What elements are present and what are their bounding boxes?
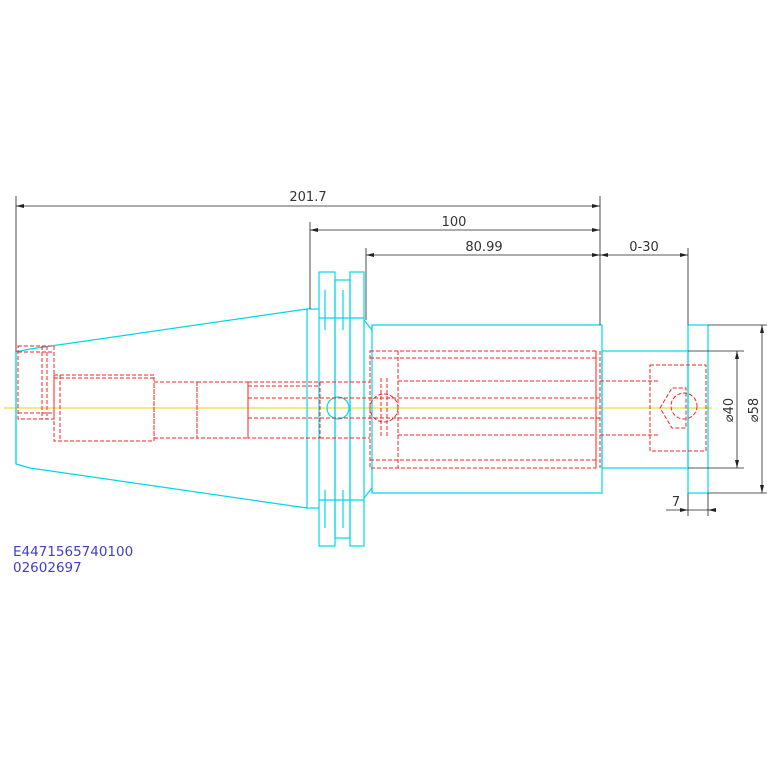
hidden-lines <box>17 345 707 469</box>
dim-adjust-range: 0-30 <box>629 240 659 255</box>
dim-outer-diameter: ⌀58 <box>747 398 762 422</box>
part-number: E4471565740100 <box>13 544 134 560</box>
dimension-lines <box>15 196 767 516</box>
dim-flange-to-nose: 100 <box>442 215 467 230</box>
dimension-arrows <box>16 204 764 512</box>
dim-body-length: 80.99 <box>465 240 502 255</box>
dim-collar-width: 7 <box>672 495 680 510</box>
part-codes: E4471565740100 02602697 <box>13 544 133 576</box>
dim-overall-length: 201.7 <box>289 190 326 205</box>
dim-bore-diameter: ⌀40 <box>722 398 737 422</box>
tool-holder-outline <box>15 271 709 547</box>
serial-number: 02602697 <box>13 560 82 576</box>
dimension-labels: 201.7 100 80.99 0-30 ⌀40 ⌀58 7 <box>289 190 762 510</box>
